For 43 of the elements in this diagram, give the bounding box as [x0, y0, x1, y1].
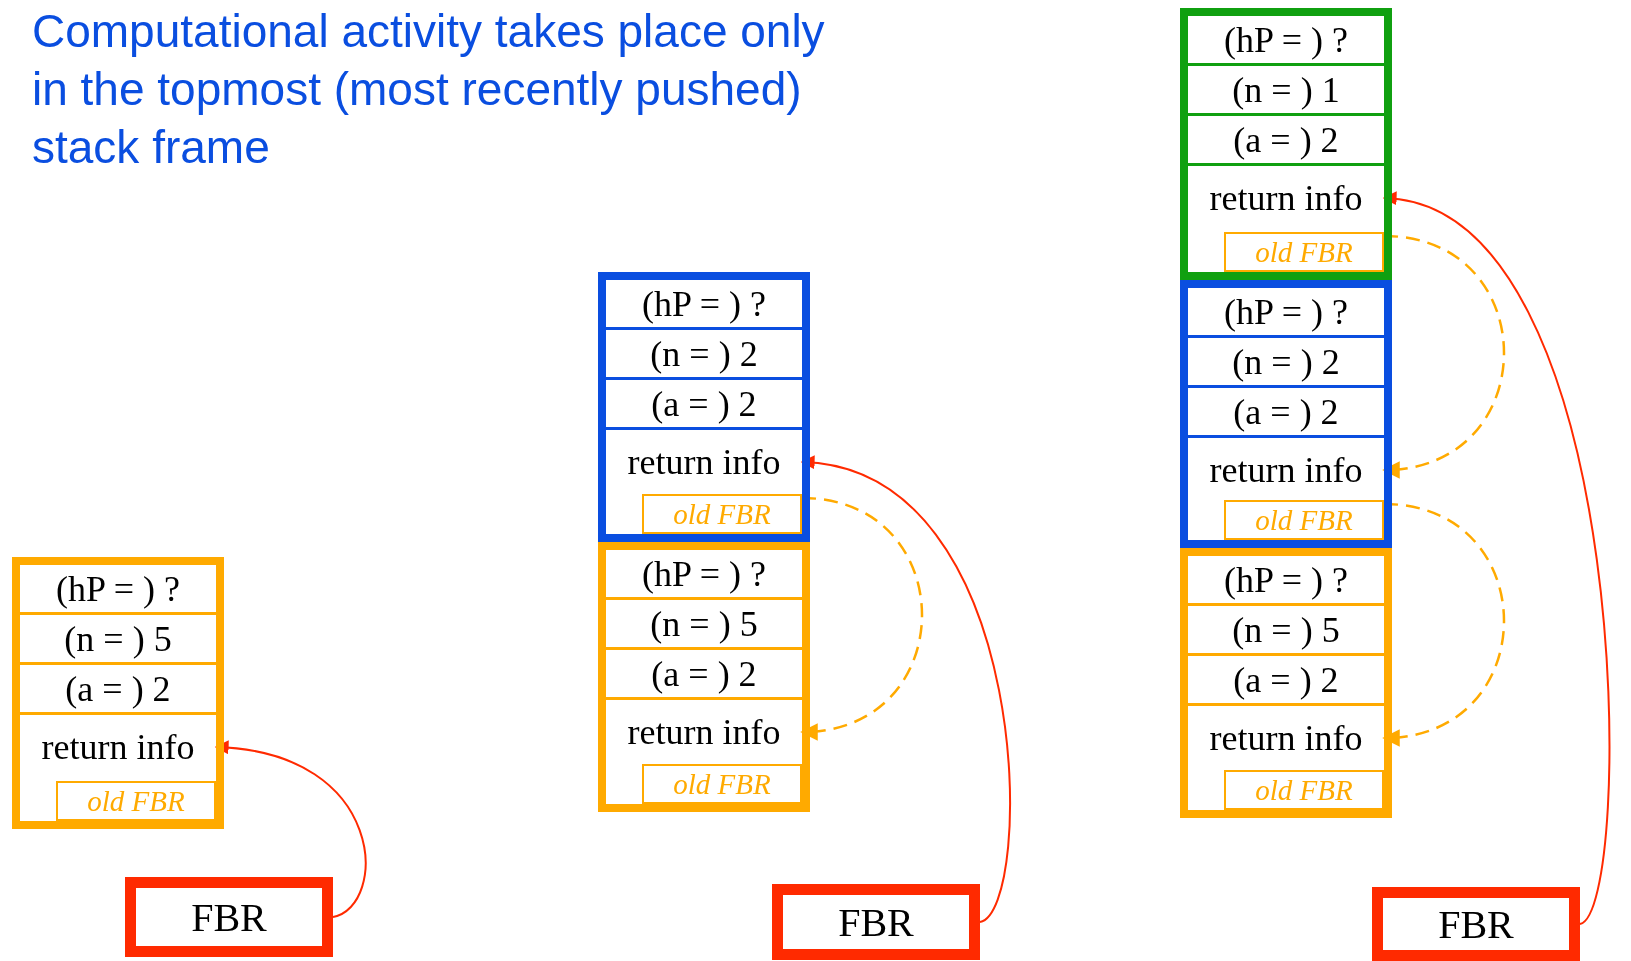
stack-frame	[12, 557, 224, 829]
variable-cell: (n = ) 5	[20, 615, 216, 665]
old-fbr-box: old FBR	[642, 764, 802, 804]
variable-cell: (n = ) 2	[1188, 338, 1384, 388]
variable-cell: (hP = ) ?	[606, 280, 802, 330]
return-info-label: return info	[1209, 178, 1363, 218]
variable-cell: (n = ) 5	[606, 600, 802, 650]
return-info-label: return info	[627, 442, 781, 482]
variable-cell: (a = ) 2	[20, 665, 216, 715]
old-fbr-box: old FBR	[56, 781, 216, 821]
dashed-arrow	[1382, 502, 1505, 745]
variable-cell: (a = ) 2	[606, 650, 802, 700]
variable-cell: (hP = ) ?	[606, 550, 802, 600]
stack-frame	[598, 272, 810, 542]
stack-frame	[598, 542, 810, 812]
variable-cell: (n = ) 2	[606, 330, 802, 380]
old-fbr-box: old FBR	[1224, 500, 1384, 540]
fbr-register-box: FBR	[125, 877, 333, 957]
stack-frame	[1180, 280, 1392, 548]
old-fbr-box: old FBR	[1224, 232, 1384, 272]
stack-frame	[1180, 548, 1392, 818]
return-info-label: return info	[1209, 718, 1363, 758]
stack-frame	[1180, 8, 1392, 280]
variable-cell: (hP = ) ?	[1188, 556, 1384, 606]
variable-cell: (n = ) 1	[1188, 66, 1384, 116]
variable-cell: (a = ) 2	[1188, 656, 1384, 706]
old-fbr-box: old FBR	[1224, 770, 1384, 810]
variable-cell: (a = ) 2	[1188, 116, 1384, 166]
return-info-label: return info	[41, 727, 195, 767]
dashed-arrow	[800, 496, 923, 739]
fbr-register-box: FBR	[1372, 887, 1580, 961]
return-info-label: return info	[627, 712, 781, 752]
variable-cell: (n = ) 5	[1188, 606, 1384, 656]
return-info-label: return info	[1209, 450, 1363, 490]
variable-cell: (hP = ) ?	[20, 565, 216, 615]
dashed-arrow	[1382, 234, 1505, 477]
variable-cell: (a = ) 2	[1188, 388, 1384, 438]
variable-cell: (hP = ) ?	[1188, 16, 1384, 66]
variable-cell: (a = ) 2	[606, 380, 802, 430]
title: Computational activity takes place only in the topmost (most recently pushed) stack frame	[32, 4, 826, 175]
old-fbr-box: old FBR	[642, 494, 802, 534]
variable-cell: (hP = ) ?	[1188, 288, 1384, 338]
fbr-register-box: FBR	[772, 884, 980, 960]
